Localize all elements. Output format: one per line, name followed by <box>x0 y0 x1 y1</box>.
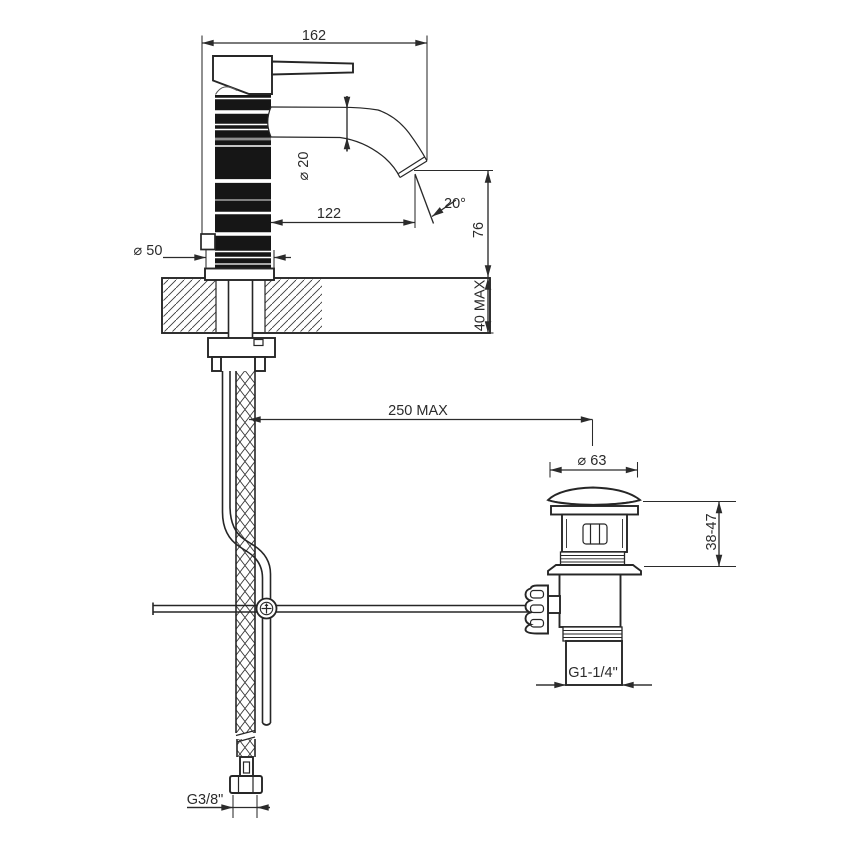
waste-upper-thread <box>559 551 626 566</box>
body-side-detail <box>200 233 216 251</box>
knurled-nut <box>524 584 549 635</box>
dim-label-d20: ⌀ 20 <box>296 152 312 181</box>
braided-hose <box>235 371 256 757</box>
dim-hose-thread: G3/8" <box>187 792 270 818</box>
waste-lower-thread <box>562 626 623 642</box>
mounting-leg-right <box>254 356 266 372</box>
dim-hose-reach: 250 MAX <box>249 403 594 446</box>
faucet-body <box>200 95 271 269</box>
waste-cap-underside <box>547 499 641 506</box>
handle-lever <box>271 60 354 76</box>
dim-label-g114: G1-1/4" <box>568 665 617 681</box>
base-ring <box>204 267 275 281</box>
countertop-hatch-right <box>265 279 322 332</box>
dim-label-3847: 38-47 <box>704 513 720 550</box>
supply-hose-and-rod <box>152 371 528 794</box>
hose-end-fitting <box>229 756 263 794</box>
dim-overall-length: 162 <box>201 28 428 234</box>
waste-basin-flange <box>547 564 642 576</box>
dim-label-g38: G3/8" <box>187 792 224 808</box>
dim-spout-diameter: ⌀ 20 <box>296 96 351 181</box>
countertop-hatch-left <box>163 279 216 332</box>
waste-slot <box>582 523 608 545</box>
waste-cap-flange <box>550 505 639 516</box>
horizontal-lever-bar <box>152 602 528 615</box>
body-groove-lines-gray <box>215 137 271 201</box>
mounting-nut <box>207 337 276 358</box>
body-groove-lines <box>215 97 271 265</box>
pop-up-rod <box>221 371 272 726</box>
mounting-hardware <box>207 337 276 372</box>
handle-base <box>212 55 273 95</box>
dim-label-40max: 40 MAX <box>473 279 489 331</box>
knurl-collar <box>547 595 561 614</box>
dim-spout-height: 76 <box>414 169 493 277</box>
dim-waste-cap-diameter: ⌀ 63 <box>549 453 639 478</box>
dim-label-d63: ⌀ 63 <box>578 453 607 469</box>
mounting-nut-detail <box>253 338 264 347</box>
rod-end-cap <box>261 722 272 726</box>
hose-break-line-1 <box>235 729 256 737</box>
spout-tip-face <box>399 160 428 179</box>
handle-base-curve <box>215 86 238 95</box>
hose-hex-nut <box>229 775 263 794</box>
dim-label-20deg: 20° <box>444 196 466 212</box>
spout-top-edge <box>270 106 428 162</box>
dim-label-162: 162 <box>302 28 326 44</box>
dim-waste-height: 38-47 <box>643 500 736 568</box>
threaded-shank <box>227 279 254 338</box>
dim-base-diameter: ⌀ 50 <box>134 243 291 268</box>
spout-tip-inner-line <box>398 156 425 175</box>
dim-deck-thickness: 40 MAX <box>473 278 494 334</box>
dim-spout-angle: 20° <box>414 173 466 224</box>
mounting-leg-left <box>211 356 222 372</box>
spout-root-curve <box>267 106 272 138</box>
dim-label-76: 76 <box>471 222 487 238</box>
handle <box>212 55 354 95</box>
countertop <box>161 277 491 334</box>
dim-label-250max: 250 MAX <box>388 403 448 419</box>
waste-lower-body <box>558 573 622 628</box>
dim-label-d50: ⌀ 50 <box>134 243 163 259</box>
dim-label-122: 122 <box>317 206 341 222</box>
pop-up-waste <box>524 486 642 686</box>
dim-waste-thread: G1-1/4" <box>536 665 652 689</box>
waste-upper-body <box>561 513 628 553</box>
rod-clamp-screw <box>255 597 278 620</box>
dim-spout-reach: 122 <box>271 175 416 228</box>
